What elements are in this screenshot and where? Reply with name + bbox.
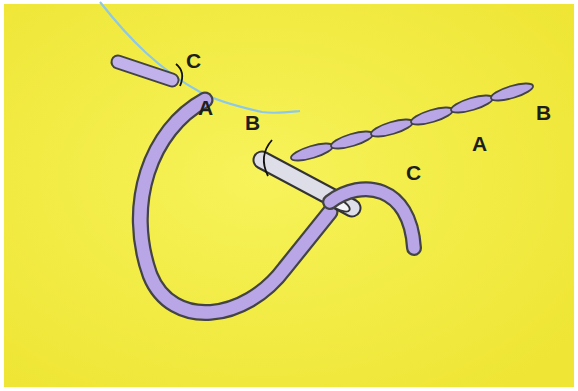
thread-loop	[140, 100, 330, 313]
chain-link	[289, 140, 334, 164]
insertion-mark	[176, 64, 182, 86]
needle	[262, 160, 352, 215]
chain-link	[369, 116, 414, 140]
fabric-ground	[4, 4, 574, 387]
chain-link	[329, 128, 374, 152]
stitch-point-label: A	[198, 97, 213, 118]
thread-tail	[330, 189, 414, 248]
chain-link	[449, 92, 494, 116]
insertion-mark	[264, 140, 272, 176]
chain-link	[409, 104, 454, 128]
stitch-point-label: C	[406, 162, 421, 183]
thread-end	[118, 62, 172, 80]
stitch-point-label: A	[472, 133, 487, 154]
stitch-point-label: B	[245, 112, 260, 133]
chain-link	[489, 80, 534, 104]
stitch-point-label: B	[536, 102, 551, 123]
stitch-point-label: C	[186, 50, 201, 71]
stitch-chain	[289, 80, 534, 164]
